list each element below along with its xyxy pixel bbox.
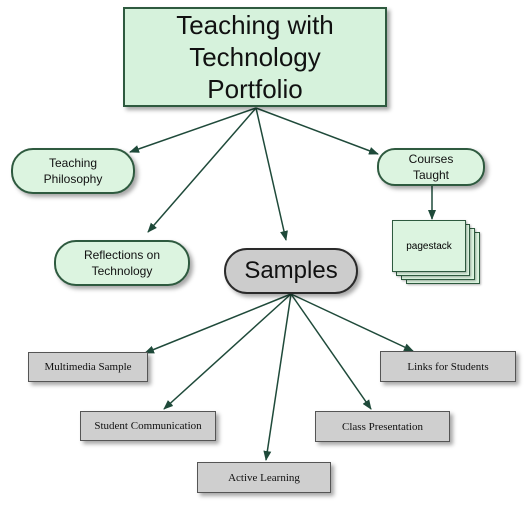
student-communication-node[interactable]: Student Communication: [80, 411, 216, 441]
teaching-philosophy-line-2: Philosophy: [43, 172, 103, 186]
pagestack-label: pagestack: [406, 240, 452, 252]
courses-taught-node[interactable]: Courses Taught: [377, 148, 485, 186]
edge-samples-to-links: [290, 293, 414, 352]
active-learning-node[interactable]: Active Learning: [197, 462, 331, 493]
teaching-philosophy-line-1: Teaching: [48, 156, 98, 170]
edge-title-to-courses-taught: [255, 107, 379, 155]
samples-label: Samples: [244, 257, 338, 284]
title-line-3: Portfolio: [207, 74, 303, 104]
pagestack-front-page: pagestack: [392, 220, 466, 272]
edge-samples-to-student-communication: [163, 293, 292, 410]
edge-title-to-reflections: [147, 107, 257, 233]
multimedia-sample-node[interactable]: Multimedia Sample: [28, 352, 148, 382]
student-communication-label: Student Communication: [94, 420, 202, 432]
class-presentation-label: Class Presentation: [342, 420, 423, 433]
courses-taught-line-1: Courses: [408, 152, 454, 166]
title-line-1: Teaching with: [176, 10, 334, 40]
links-for-students-label: Links for Students: [407, 360, 489, 373]
class-presentation-node[interactable]: Class Presentation: [315, 411, 450, 442]
edge-title-to-teaching-philosophy: [129, 107, 257, 153]
teaching-philosophy-node[interactable]: Teaching Philosophy: [11, 148, 135, 194]
title-line-2: Technology: [189, 42, 321, 72]
edge-samples-to-multimedia: [144, 293, 292, 354]
pagestack-node[interactable]: pagestack: [392, 220, 482, 290]
courses-taught-line-2: Taught: [412, 168, 450, 182]
reflections-line-1: Reflections on: [83, 248, 161, 262]
edge-title-to-samples: [255, 107, 288, 241]
edge-samples-to-active-learning: [263, 293, 292, 461]
reflections-on-technology-node[interactable]: Reflections on Technology: [54, 240, 190, 286]
portfolio-title-node: Teaching with Technology Portfolio: [123, 7, 387, 107]
links-for-students-node[interactable]: Links for Students: [380, 351, 516, 382]
active-learning-label: Active Learning: [228, 471, 300, 484]
samples-node[interactable]: Samples: [224, 248, 358, 294]
multimedia-sample-label: Multimedia Sample: [44, 361, 132, 373]
reflections-line-2: Technology: [91, 264, 153, 278]
edge-samples-to-class-presentation: [290, 293, 372, 410]
